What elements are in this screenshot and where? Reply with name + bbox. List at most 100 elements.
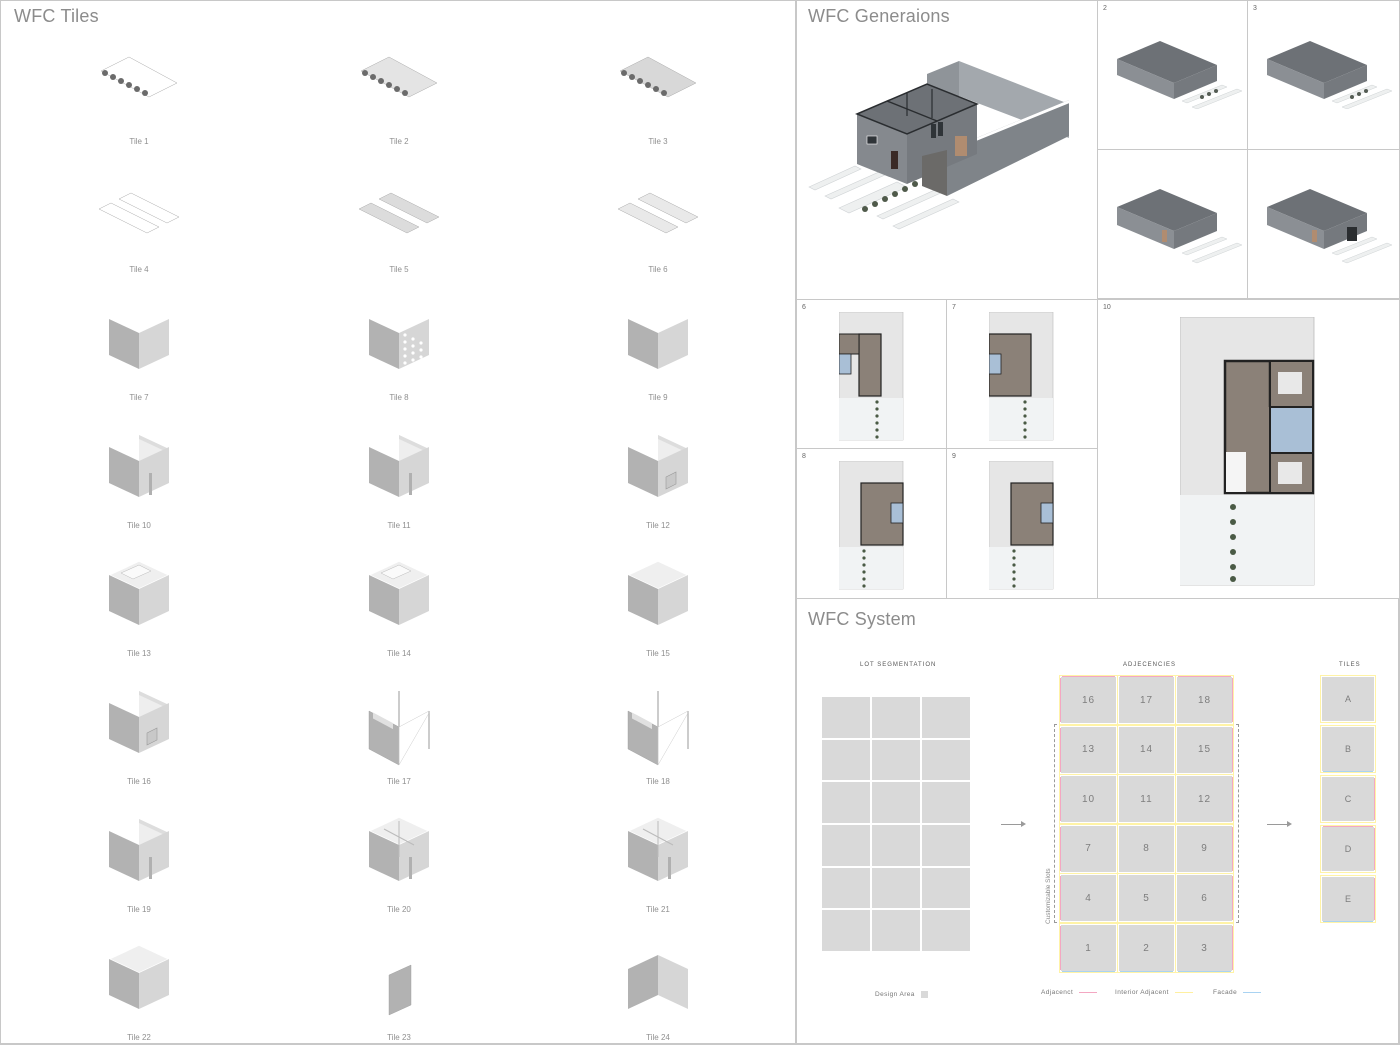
adjacency-slot: 1 [1059, 923, 1118, 973]
tile-card[interactable]: Tile 24 [598, 945, 718, 1045]
tile-type-box: D [1320, 825, 1376, 873]
tile-card[interactable]: Tile 4 [79, 177, 199, 287]
legend-swatch [1079, 991, 1098, 994]
customizable-slots-label: Customizable Slots [1045, 868, 1052, 924]
generations-panel-title: WFC Generaions [808, 6, 950, 26]
tile-label: Tile 5 [389, 265, 409, 274]
thumbnail-number: 3 [1253, 5, 1257, 12]
generation-thumbnail-5[interactable] [1247, 149, 1400, 299]
thumbnail-number: 2 [1103, 5, 1107, 12]
floor-plan-drawing-large [1180, 317, 1315, 586]
tile-label: Tile 6 [648, 265, 668, 274]
tile-type-box: C [1320, 775, 1376, 823]
floor-plan-7[interactable]: 7 [946, 299, 1098, 449]
tile-card[interactable]: Tile 22 [79, 945, 199, 1045]
stone-strip-with-shrubs-icon [619, 56, 697, 98]
floor-plan-10[interactable]: 10 [1097, 299, 1400, 599]
house-isometric-render [808, 61, 1072, 230]
legend-swatch [1174, 991, 1193, 994]
legend-swatch [1243, 991, 1262, 994]
corner-wall-icon [109, 319, 169, 369]
tile-card[interactable]: Tile 2 [339, 49, 459, 159]
floor-plan-6[interactable]: 6 [796, 299, 947, 449]
tile-label: Tile 12 [646, 521, 670, 530]
tile-label: Tile 16 [127, 777, 151, 786]
double-paver-strip-icon [99, 192, 179, 234]
tile-card[interactable]: Tile 10 [79, 433, 199, 543]
tile-card[interactable]: Tile 23 [339, 945, 459, 1045]
floor-plan-9[interactable]: 9 [946, 448, 1098, 599]
plan-number: 7 [952, 304, 956, 311]
room-with-door-icon [109, 435, 169, 497]
adjacency-slot: 3 [1175, 923, 1234, 973]
lot-cell [872, 910, 920, 951]
tile-type-box: B [1320, 725, 1376, 773]
generation-thumbnail-4[interactable] [1097, 149, 1248, 299]
tile-card[interactable]: Tile 13 [79, 561, 199, 671]
legend-item: Facade [1213, 989, 1262, 996]
tiles-heading: TILES [1339, 662, 1361, 668]
lot-cell [822, 867, 870, 909]
tile-label: Tile 10 [127, 521, 151, 530]
generation-thumbnail-3[interactable]: 3 [1247, 0, 1400, 150]
tile-card[interactable]: Tile 14 [339, 561, 459, 671]
house-isometric-thumbnail [1267, 41, 1393, 109]
floor-plan-8[interactable]: 8 [796, 448, 947, 599]
tile-card[interactable]: Tile 9 [598, 305, 718, 415]
tile-card[interactable]: Tile 11 [339, 433, 459, 543]
tile-card[interactable]: Tile 19 [79, 817, 199, 927]
tile-card[interactable]: Tile 21 [598, 817, 718, 927]
tile-card[interactable]: Tile 3 [598, 49, 718, 159]
design-area-legend: Design Area [875, 991, 928, 998]
adjacency-slot: 15 [1175, 724, 1234, 775]
adjacency-slot: 11 [1117, 774, 1176, 825]
tile-card[interactable]: Tile 17 [339, 689, 459, 799]
lot-cell [822, 782, 870, 823]
tile-card[interactable]: Tile 20 [339, 817, 459, 927]
adjacency-slot: 12 [1175, 774, 1234, 825]
textured-corner-wall-icon [628, 319, 688, 369]
tile-type-box: A [1320, 675, 1376, 723]
tile-card[interactable]: Tile 18 [598, 689, 718, 799]
tile-card[interactable]: Tile 5 [339, 177, 459, 287]
arrow-right-icon [1001, 821, 1026, 827]
tile-card[interactable]: Tile 7 [79, 305, 199, 415]
tile-label: Tile 1 [129, 137, 149, 146]
legend-label: Interior Adjacent [1115, 989, 1169, 996]
room-with-door-and-shelf-icon [369, 435, 429, 497]
lot-cell [872, 697, 920, 738]
kitchen-module-alt-icon [367, 561, 431, 625]
single-wall-panel-icon [388, 964, 412, 1016]
tile-label: Tile 19 [127, 905, 151, 914]
lot-cell [822, 697, 870, 738]
adjacency-slot: 9 [1175, 823, 1234, 874]
tile-type-box: E [1320, 875, 1376, 923]
bathroom-module-icon [367, 817, 431, 881]
adjacency-slot: 2 [1117, 923, 1176, 973]
tile-card[interactable]: Tile 6 [598, 177, 718, 287]
tile-label: Tile 4 [129, 265, 149, 274]
adjacencies-heading: ADJECENCIES [1123, 662, 1177, 668]
design-area-label: Design Area [875, 991, 915, 998]
lot-cell [922, 825, 970, 866]
wall-with-window-icon [109, 691, 169, 753]
room-with-window-icon [628, 435, 688, 497]
double-stone-strip-icon [618, 192, 698, 234]
generation-thumbnail-2[interactable]: 2 [1097, 0, 1248, 150]
adjacency-slot: 18 [1175, 675, 1234, 725]
lot-cell [872, 825, 920, 866]
tile-card[interactable]: Tile 8 [339, 305, 459, 415]
tile-card[interactable]: Tile 12 [598, 433, 718, 543]
lot-cell [872, 867, 920, 909]
tile-card[interactable]: Tile 15 [598, 561, 718, 671]
tile-card[interactable]: Tile 16 [79, 689, 199, 799]
legend-item: Interior Adjacent [1115, 989, 1193, 996]
tile-label: Tile 23 [387, 1033, 411, 1042]
bedroom-module-icon [107, 945, 171, 1009]
tile-card[interactable]: Tile 1 [79, 49, 199, 159]
tile-label: Tile 22 [127, 1033, 151, 1042]
plan-number: 8 [802, 453, 806, 460]
lot-segmentation-heading: LOT SEGMENTATION [860, 662, 937, 668]
floor-plan-drawing [839, 461, 904, 590]
arrow-right-icon [1267, 821, 1292, 827]
